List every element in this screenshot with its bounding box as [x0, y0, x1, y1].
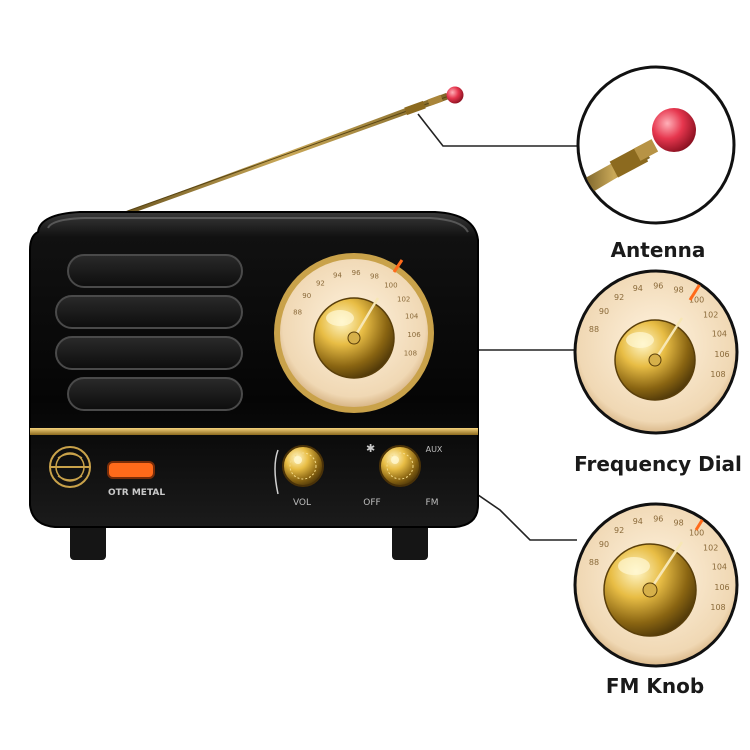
dial-scale-number: 102	[703, 311, 718, 320]
dial-scale-number: 108	[710, 370, 725, 379]
gold-trim-strip	[30, 428, 478, 435]
dial-scale-number: 100	[689, 296, 704, 305]
dial-scale-number: 90	[599, 540, 609, 549]
dial-scale-number: 108	[710, 603, 725, 612]
volume-knob[interactable]	[282, 445, 324, 487]
dial-scale-number: 88	[589, 325, 599, 334]
off-label: OFF	[363, 498, 380, 508]
dial-scale-number: 106	[407, 331, 421, 339]
dial-scale-number: 100	[384, 282, 397, 290]
dial-scale-number: 96	[653, 515, 663, 524]
volume-scale-mark	[274, 449, 279, 495]
antenna-tip	[446, 86, 464, 104]
dial-scale-number: 98	[674, 286, 684, 295]
dial-scale-number: 108	[404, 350, 417, 358]
power-indicator-light	[107, 461, 155, 479]
dial-scale-number: 96	[653, 282, 663, 291]
dial-scale-number: 94	[633, 517, 643, 526]
antenna-callout-line	[417, 113, 580, 147]
dial-scale-number: 92	[614, 526, 624, 535]
dial-scale-number: 92	[316, 279, 325, 287]
dial-scale-number: 96	[352, 269, 361, 277]
dial-scale-number: 88	[589, 558, 599, 567]
right-foot	[392, 522, 428, 560]
dial-scale-number: 92	[614, 293, 624, 302]
dial-scale-number: 106	[714, 583, 729, 592]
antenna-label: Antenna	[610, 238, 706, 262]
brand-label: OTR METAL	[108, 488, 165, 498]
dial-scale-number: 94	[633, 284, 643, 293]
aux-label: AUX	[426, 445, 443, 454]
mode-knob[interactable]	[379, 445, 421, 487]
vol-label: VOL	[293, 498, 311, 508]
fm-label: FM	[426, 498, 439, 508]
dial-scale-number: 102	[397, 295, 410, 303]
dial-scale-number: 90	[302, 292, 311, 300]
dial-scale-number: 100	[689, 529, 704, 538]
dial-scale-number: 106	[714, 350, 729, 359]
dial-scale-number: 88	[293, 309, 302, 317]
dial-scale-number: 104	[712, 562, 727, 571]
antenna-closeup	[576, 65, 736, 225]
dial-scale-number: 104	[405, 313, 419, 321]
antenna	[120, 86, 464, 214]
fm-knob-label: FM Knob	[605, 674, 705, 698]
dial-scale-number: 98	[370, 273, 379, 281]
brand-emblem	[49, 446, 91, 488]
left-foot	[70, 522, 106, 560]
frequency-dial-label: Frequency Dial	[574, 452, 742, 476]
dial-scale-number: 102	[703, 544, 718, 553]
dial-scale-number: 90	[599, 307, 609, 316]
bluetooth-icon: ✱	[366, 442, 375, 455]
dial-scale-number: 94	[333, 271, 342, 279]
speaker-grille	[55, 254, 243, 411]
dial-scale-number: 104	[712, 329, 727, 338]
dial-scale-number: 98	[674, 519, 684, 528]
